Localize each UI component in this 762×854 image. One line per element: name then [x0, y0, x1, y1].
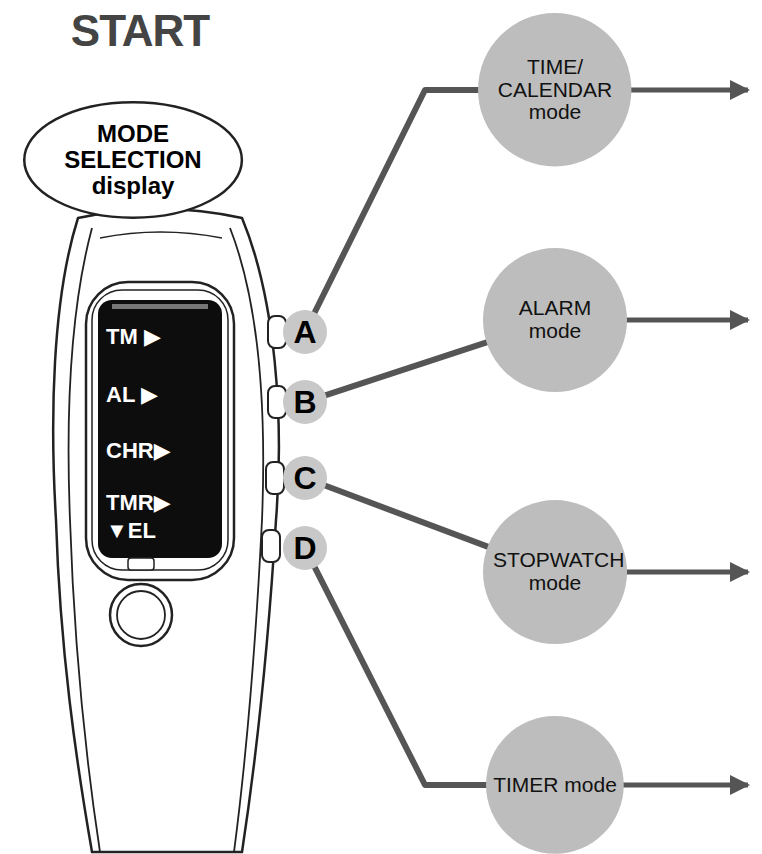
- button-connector: [315, 90, 479, 312]
- button-connector: [326, 486, 488, 547]
- node-text-wrap: C: [293, 461, 316, 496]
- screen-header-strip: [112, 304, 208, 309]
- node-text-wrap: ALARM mode: [493, 297, 617, 342]
- circle-shape: [283, 310, 327, 354]
- ellipse-shape: [24, 102, 242, 217]
- watch-bezel: [86, 282, 234, 580]
- circle-shape: [283, 456, 327, 500]
- node-text-wrap: A: [293, 315, 316, 350]
- button-connector: [315, 568, 486, 785]
- node-label: B: [293, 385, 316, 420]
- circle-shape: [486, 716, 624, 854]
- node-label: MODE SELECTION display: [58, 121, 208, 199]
- mode-circle: TIMER mode: [486, 716, 624, 854]
- button-connector: [326, 342, 487, 395]
- mode-circle: TIME/ CALENDAR mode: [478, 13, 631, 166]
- diagram-title: START: [0, 6, 280, 56]
- node-label: TIMER mode: [493, 774, 617, 797]
- node-text-wrap: STOPWATCH mode: [493, 549, 617, 594]
- watch-crown-button-inner: [117, 591, 165, 639]
- circle-shape: [283, 380, 327, 424]
- mode-circle: STOPWATCH mode: [483, 500, 627, 644]
- node-text-wrap: TIMER mode: [493, 774, 617, 797]
- circle-shape: [483, 248, 627, 392]
- button-callout: C: [283, 456, 327, 500]
- node-label: STOPWATCH mode: [493, 549, 617, 594]
- mode-selection-ellipse: MODE SELECTION display: [23, 101, 243, 219]
- node-text-wrap: TIME/ CALENDAR mode: [493, 56, 617, 124]
- node-label: TIME/ CALENDAR mode: [493, 56, 617, 124]
- watch-strap-edge: [100, 232, 222, 238]
- side-pusher: [266, 462, 284, 494]
- watch-bezel-inner: [92, 290, 228, 570]
- node-label: D: [293, 531, 316, 566]
- side-pusher: [262, 530, 280, 562]
- screen-menu-label: CHR▶: [106, 440, 171, 462]
- node-text-wrap: B: [293, 385, 316, 420]
- circle-shape: [283, 526, 327, 570]
- button-callout: D: [283, 526, 327, 570]
- node-label: C: [293, 461, 316, 496]
- screen-menu-label: TMR▶: [106, 492, 171, 514]
- mode-circle: ALARM mode: [483, 248, 627, 392]
- button-callout: A: [283, 310, 327, 354]
- circle-shape: [478, 13, 631, 166]
- node-text-wrap: D: [293, 531, 316, 566]
- circle-shape: [483, 500, 627, 644]
- node-text-wrap: MODE SELECTION display: [58, 121, 208, 199]
- watch-screen: [98, 300, 222, 558]
- watch-body: [53, 209, 279, 852]
- node-label: A: [293, 315, 316, 350]
- screen-menu-label: ▼EL: [106, 520, 156, 542]
- screen-menu-label: AL ▶: [106, 384, 158, 406]
- watch-crown-button: [110, 584, 172, 646]
- node-label: ALARM mode: [493, 297, 617, 342]
- watch-logo: [128, 558, 154, 570]
- screen-menu-label: TM ▶: [106, 326, 161, 348]
- button-callout: B: [283, 380, 327, 424]
